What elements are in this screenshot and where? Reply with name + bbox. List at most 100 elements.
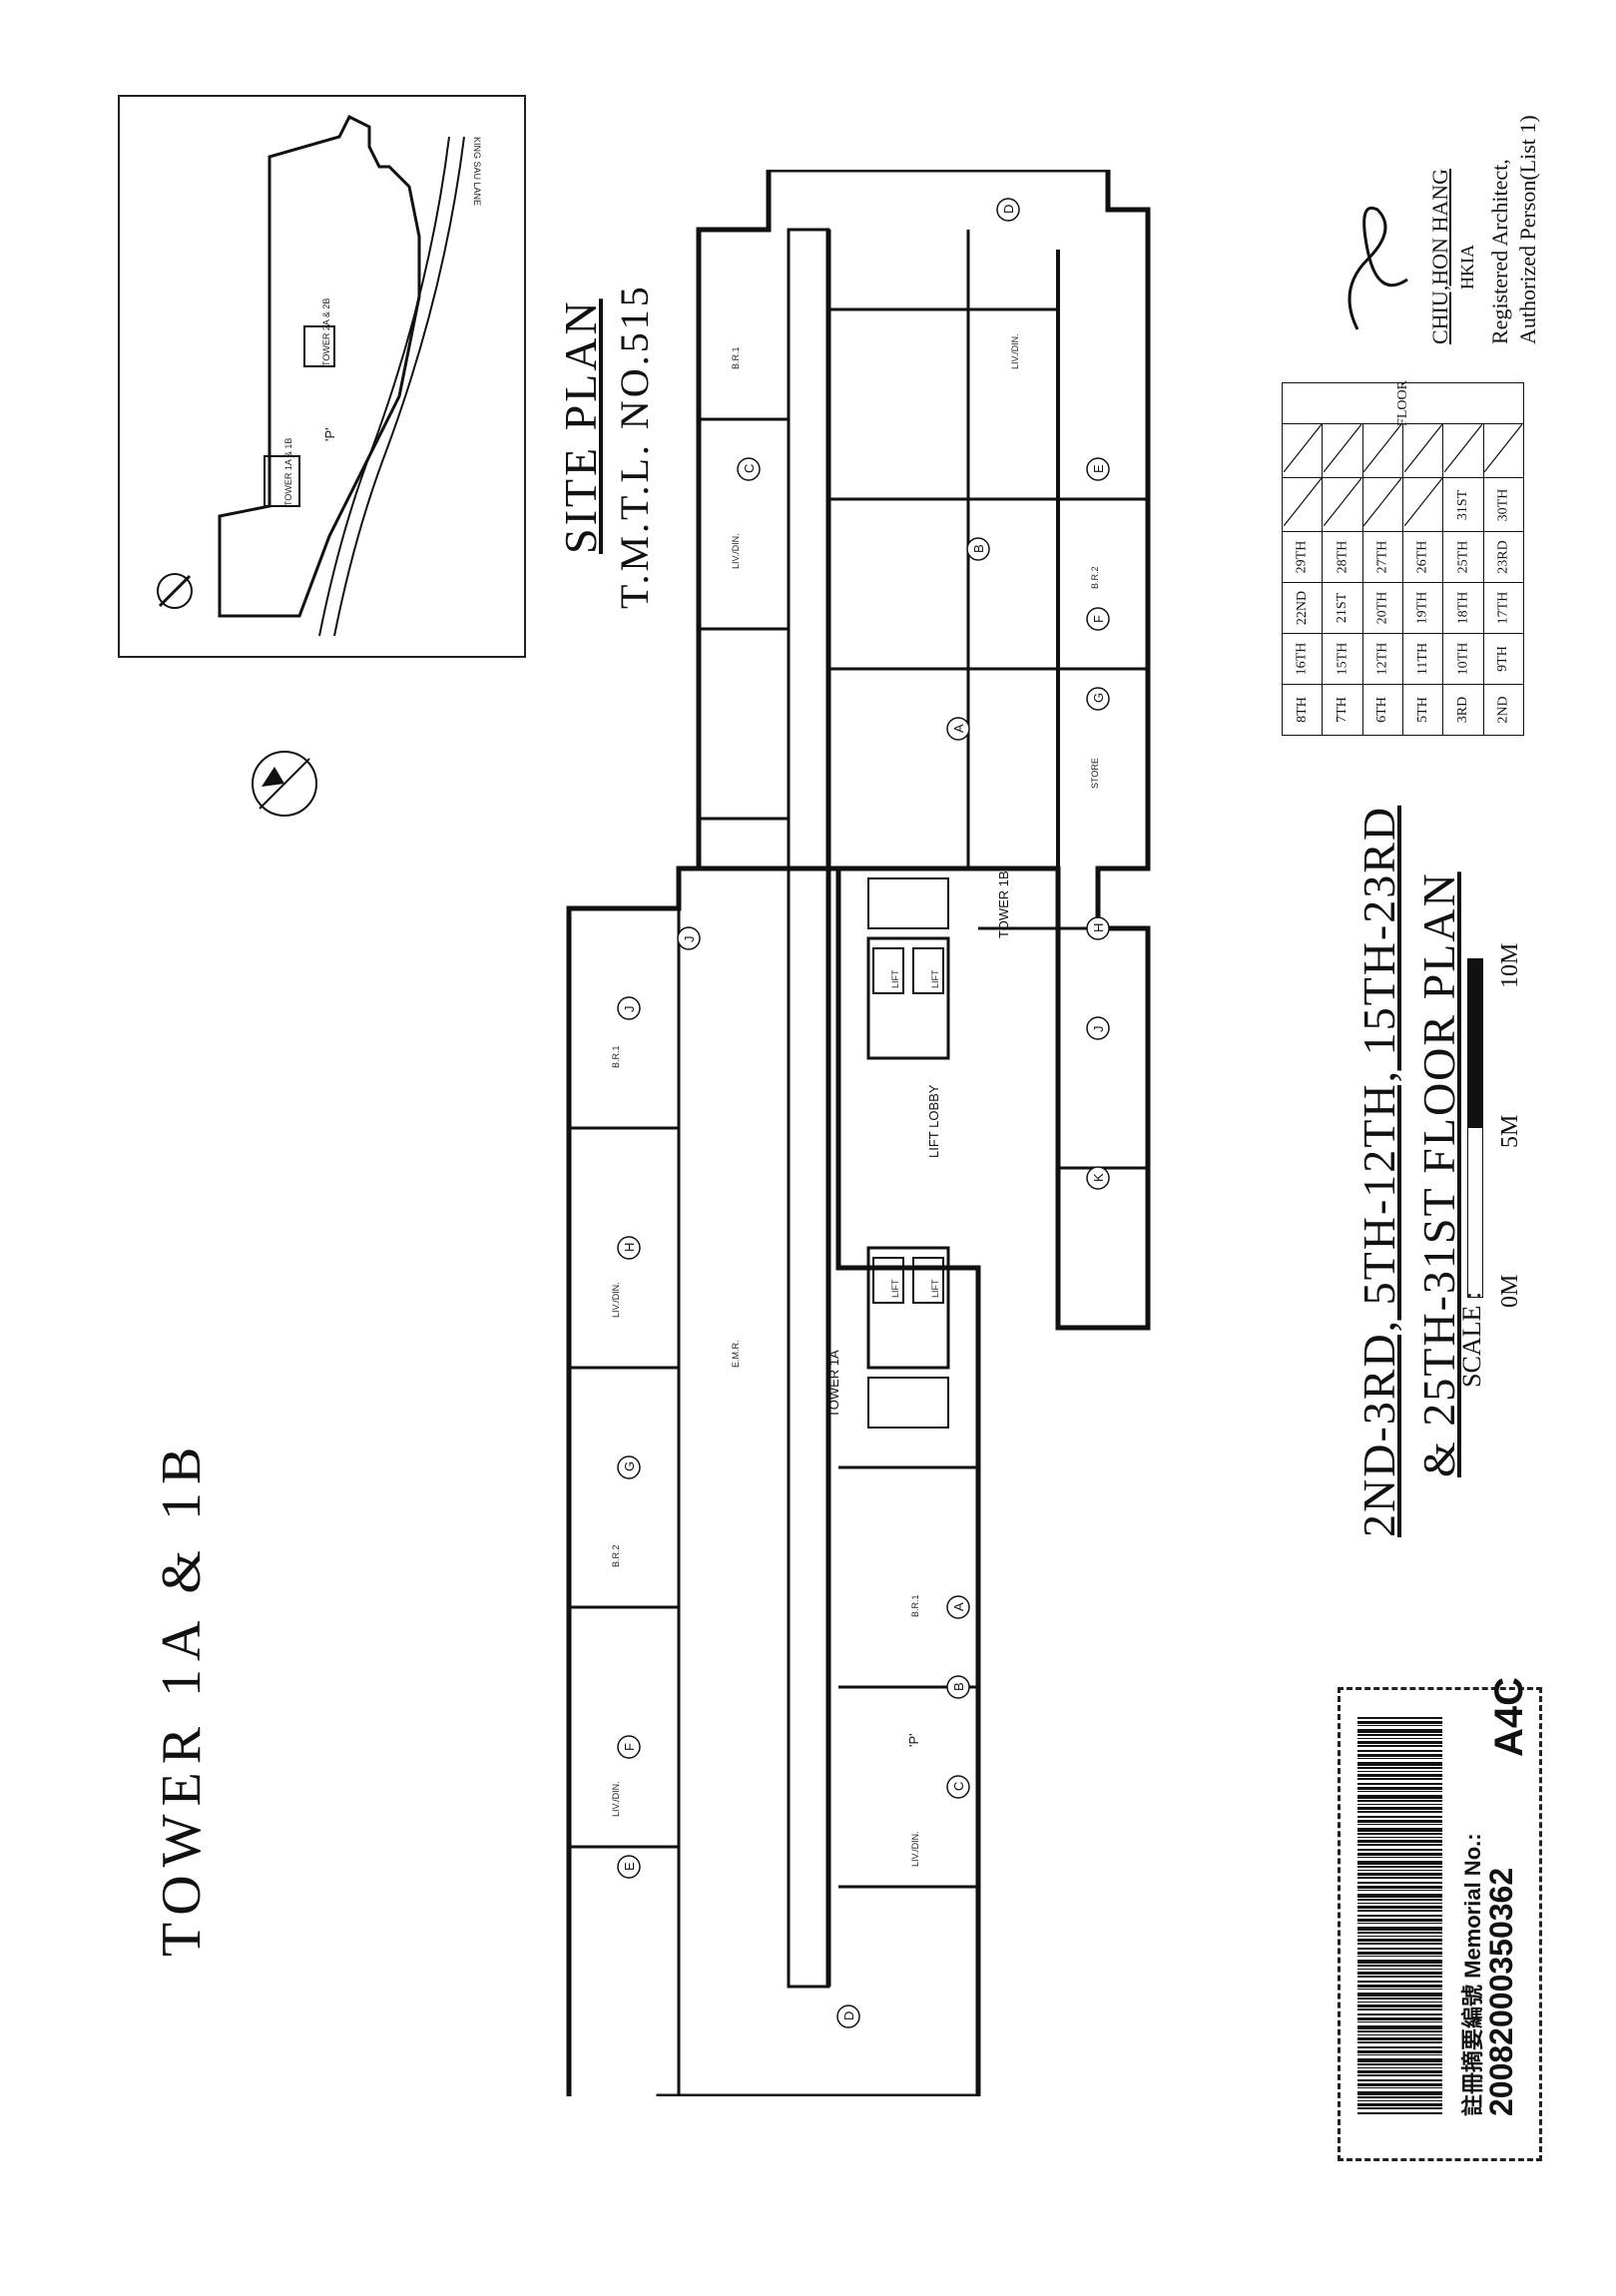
floor-table-cell: 19TH	[1401, 582, 1444, 634]
unit-marker-label: F	[1091, 615, 1106, 623]
unit-marker-label: A	[951, 724, 966, 733]
memorial-number: 20082000350362	[1483, 1867, 1519, 2116]
floor-table-cell: 23RD	[1482, 531, 1525, 583]
floor-plan-title-line1: 2ND-3RD, 5TH-12TH, 15TH-23RD	[1353, 805, 1404, 1537]
living-label: LIV./DIN.	[611, 1282, 621, 1318]
unit-marker	[946, 1595, 970, 1619]
unit-marker	[617, 1735, 641, 1759]
unit-marker-label: C	[951, 1782, 966, 1791]
unit-marker-label: F	[622, 1743, 637, 1751]
floor-table-cell: 20TH	[1361, 582, 1403, 634]
floor-table-cell	[1361, 423, 1403, 478]
floor-table-cell: 9TH	[1482, 633, 1525, 685]
memorial-box	[1338, 1687, 1542, 2161]
unit-marker	[617, 1455, 641, 1479]
bedroom-label: B.R.1	[731, 346, 741, 369]
floor-table-cell: 5TH	[1401, 684, 1444, 736]
unit-marker-label: J	[622, 1006, 637, 1013]
unit-marker	[946, 1775, 970, 1799]
unit-marker-label: C	[742, 464, 757, 473]
floor-table-cell	[1361, 477, 1403, 532]
unit-marker	[1086, 1016, 1110, 1040]
living-label: LIV./DIN.	[1010, 333, 1020, 369]
floor-table-cell: 28TH	[1322, 531, 1363, 583]
unit-marker	[1086, 457, 1110, 481]
floor-table-cell	[1401, 423, 1444, 478]
floor-table-cell: 6TH	[1361, 684, 1403, 736]
unit-marker	[1086, 1166, 1110, 1190]
site-parking-label: 'P'	[322, 427, 337, 441]
floor-table-cell: 10TH	[1442, 633, 1484, 685]
floor-table-cell: 16TH	[1281, 633, 1324, 685]
unit-marker	[946, 717, 970, 741]
tower-2-label: TOWER 2A & 2B	[321, 298, 331, 366]
emr-label: E.M.R.	[731, 1340, 741, 1368]
unit-marker-label: K	[1091, 1173, 1106, 1182]
unit-marker	[996, 198, 1020, 222]
unit-marker	[617, 996, 641, 1020]
floor-table-cell: 2ND	[1482, 684, 1525, 736]
architect-role-1: Registered Architect,	[1487, 159, 1512, 344]
north-arrow-icon	[252, 751, 317, 817]
store-label: STORE	[1090, 758, 1100, 789]
unit-marker-label: B	[951, 1682, 966, 1691]
unit-marker-label: J	[1091, 1026, 1106, 1033]
floor-table-cell: 7TH	[1322, 684, 1363, 736]
floor-table-cell	[1281, 477, 1324, 532]
scale-bar	[1467, 958, 1483, 1298]
floor-table-cell	[1281, 423, 1324, 478]
unit-marker-label: B	[971, 544, 986, 553]
unit-marker-label: E	[622, 1862, 637, 1871]
floor-table-cell: 3RD	[1442, 684, 1484, 736]
unit-marker-label: G	[1091, 693, 1106, 703]
floor-table-cell: 8TH	[1281, 684, 1324, 736]
tower-1-footprint	[264, 455, 300, 507]
unit-marker-label: A	[951, 1602, 966, 1611]
unit-marker-label: D	[841, 2011, 856, 2020]
floor-table-cell: 12TH	[1361, 633, 1403, 685]
scale-tick-10: 10M	[1497, 942, 1523, 988]
scale-label: SCALE :	[1457, 1291, 1486, 1388]
unit-marker-label: D	[1001, 205, 1016, 214]
living-label: LIV./DIN.	[731, 533, 741, 569]
architect-role-2: Authorized Person(List 1)	[1515, 115, 1540, 344]
floor-table-header: FLOOR	[1282, 380, 1524, 426]
scale-tick-5: 5M	[1497, 1114, 1523, 1148]
floor-table-cell: 30TH	[1482, 477, 1525, 532]
site-north-icon	[157, 573, 193, 609]
lift-lobby-label: LIFT LOBBY	[926, 1084, 941, 1158]
tower-1a-label: TOWER 1A	[826, 1350, 841, 1418]
tower-1-label: TOWER 1A & 1B	[283, 438, 293, 506]
floor-table-cell: 25TH	[1442, 531, 1484, 583]
floor-table-cell	[1322, 423, 1363, 478]
floor-table-cell: 22ND	[1281, 582, 1324, 634]
tower-title: TOWER 1A & 1B	[151, 1438, 213, 1957]
architect-name: CHIU,HON HANG	[1427, 169, 1452, 344]
bedroom-label: B.R.2	[611, 1544, 621, 1567]
tower-1b-label: TOWER 1B	[996, 870, 1011, 938]
bedroom-label: B.R.1	[611, 1045, 621, 1068]
floor-table-cell: 27TH	[1361, 531, 1403, 583]
lift-label: LIFT	[930, 969, 940, 988]
lift-label: LIFT	[890, 969, 900, 988]
unit-marker-label: G	[622, 1461, 637, 1471]
unit-marker	[1086, 687, 1110, 711]
living-label: LIV./DIN.	[611, 1781, 621, 1817]
living-label: LIV./DIN.	[910, 1831, 920, 1867]
unit-marker	[836, 2005, 860, 2028]
parking-label: 'P'	[906, 1733, 921, 1747]
unit-marker	[946, 1675, 970, 1699]
site-plan-map: KING SAU LANE TOWER 2A & 2B TOWER 1A & 1…	[157, 114, 482, 637]
unit-marker	[966, 537, 990, 561]
unit-marker-label: H	[622, 1243, 637, 1252]
unit-marker-label: H	[1091, 923, 1106, 932]
unit-marker	[617, 1855, 641, 1879]
floor-table-cell	[1482, 423, 1525, 478]
unit-marker-label: J	[682, 936, 697, 943]
scale-tick-0: 0M	[1497, 1274, 1523, 1308]
floor-table-cell: 11TH	[1401, 633, 1444, 685]
memorial-code: A4C	[1487, 1676, 1531, 1757]
lift-label: LIFT	[890, 1279, 900, 1298]
